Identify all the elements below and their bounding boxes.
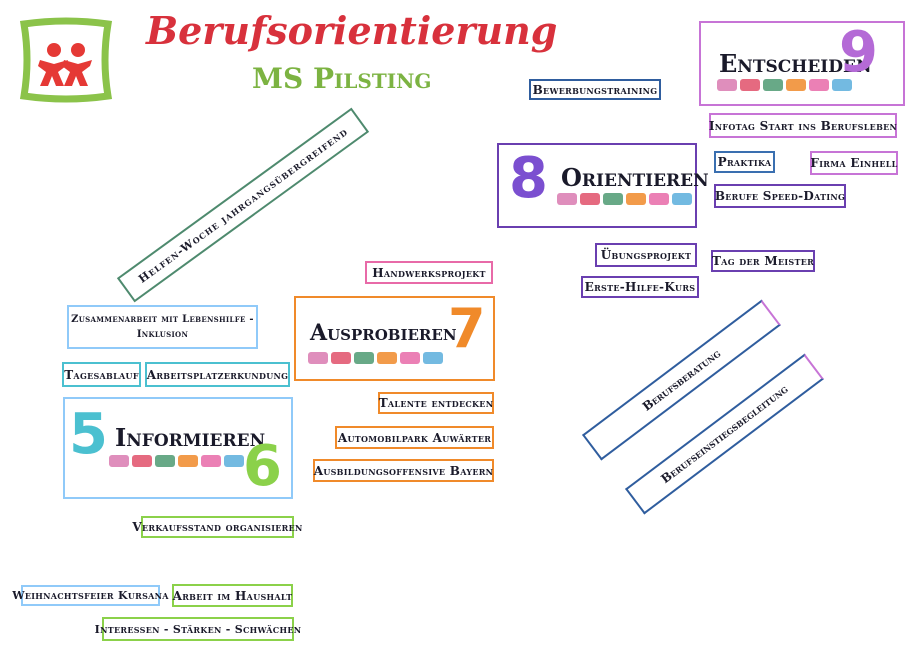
tag-weihnachtsfeier: Weihnachtsfeier Kursana — [12, 585, 169, 606]
tag-interessen: Interessen - Stärken - Schwächen — [95, 617, 301, 641]
tag-uebungsprojekt: Übungsprojekt — [595, 243, 697, 267]
stage-informieren: 5 Informieren 6 — [63, 397, 293, 499]
color-swatches — [308, 352, 443, 364]
stage-orientieren: 8 Orientieren — [497, 143, 709, 228]
stage-entscheiden-label: Entscheiden — [719, 49, 872, 78]
page-title: Berufsorientierung — [146, 8, 558, 53]
tag-berufseinstiegsbegleitung: Berufseinstiegsbegleitung — [625, 353, 824, 515]
tag-tag-der-meister: Tag der Meister — [711, 250, 815, 272]
stage-entscheiden: Entscheiden 9 — [699, 21, 905, 106]
stage-ausprobieren: Ausprobieren 7 — [294, 296, 495, 381]
color-swatches — [717, 79, 852, 91]
stage-orientieren-number: 8 — [509, 146, 548, 211]
tag-handwerksprojekt: Handwerksprojekt — [365, 261, 493, 284]
school-logo — [18, 16, 114, 104]
stage-ausprobieren-number: 7 — [448, 297, 486, 360]
color-swatches — [557, 193, 692, 205]
page-subtitle: MS Pilsting — [252, 62, 432, 95]
stage-informieren-number-6: 6 — [243, 434, 282, 499]
tag-zusammenarbeit-line2: Inklusion — [136, 329, 189, 340]
stage-entscheiden-number: 9 — [839, 20, 878, 85]
tag-firma-einhell: Firma Einhell — [810, 151, 898, 175]
tag-bewerbungstraining: Bewerbungstraining — [529, 79, 661, 100]
tag-berufe-speed-dating: Berufe Speed-Dating — [714, 184, 846, 208]
tag-automobilpark: Automobilpark Auwärter — [335, 426, 494, 449]
stage-informieren-number-5: 5 — [69, 402, 108, 467]
tag-helfen-woche: Helfen-Woche jahrgangsübergreifend — [116, 107, 370, 303]
tag-praktika: Praktika — [714, 151, 775, 173]
tag-talente-entdecken: Talente entdecken — [378, 392, 494, 414]
tag-berufsberatung: Berufsberatung — [582, 299, 781, 461]
color-swatches — [109, 455, 244, 467]
tag-erste-hilfe-kurs: Erste-Hilfe-Kurs — [581, 276, 699, 298]
tag-verkaufsstand: Verkaufsstand organisieren — [132, 516, 302, 538]
tag-infotag: Infotag Start ins Berufsleben — [709, 113, 897, 138]
stage-ausprobieren-label: Ausprobieren — [310, 320, 457, 346]
tag-arbeit-im-haushalt: Arbeit im Haushalt — [172, 584, 293, 607]
tag-tagesablauf: Tagesablauf — [62, 362, 141, 387]
stage-informieren-label: Informieren — [115, 423, 266, 452]
tag-ausbildungsoffensive: Ausbildungsoffensive Bayern — [313, 459, 494, 482]
tag-zusammenarbeit: Zusammenarbeit mit Lebenshilfe - Inklusi… — [67, 305, 258, 349]
stage-orientieren-label: Orientieren — [561, 163, 709, 192]
tag-zusammenarbeit-line1: Zusammenarbeit mit Lebenshilfe - — [71, 314, 254, 325]
tag-arbeitsplatzerkundung: Arbeitsplatzerkundung — [145, 362, 290, 387]
